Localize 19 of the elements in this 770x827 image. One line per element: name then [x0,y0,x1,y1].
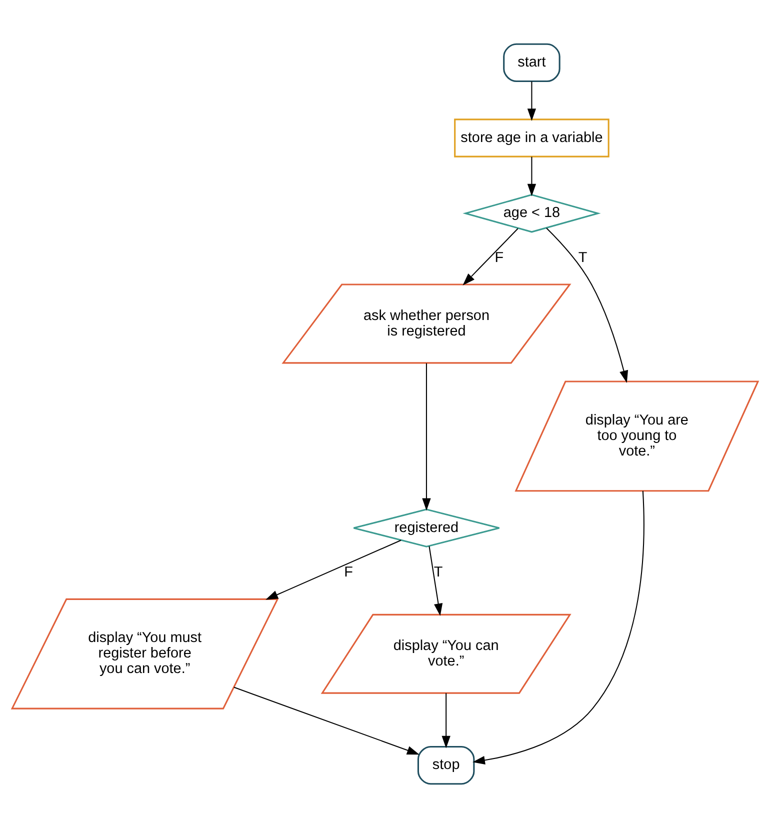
arrow [266,539,402,600]
node-diamond: age < 18 [462,193,601,232]
node-box: stop [417,745,475,784]
edge-label: T [434,564,443,580]
node-box: start [503,42,560,82]
arrow [462,228,518,285]
arrow [442,692,450,748]
arrow [527,156,536,196]
arrow [527,80,536,120]
edge-label: T [578,250,588,266]
arrow [428,546,443,616]
arrow [546,227,628,382]
arrow [422,362,431,510]
node-diamond: registered [352,508,500,547]
arrow [472,490,644,764]
edge-label: F [494,250,504,266]
edge-label: F [344,564,353,580]
node-box: store age in a variable [454,118,610,157]
arrow [234,686,420,754]
